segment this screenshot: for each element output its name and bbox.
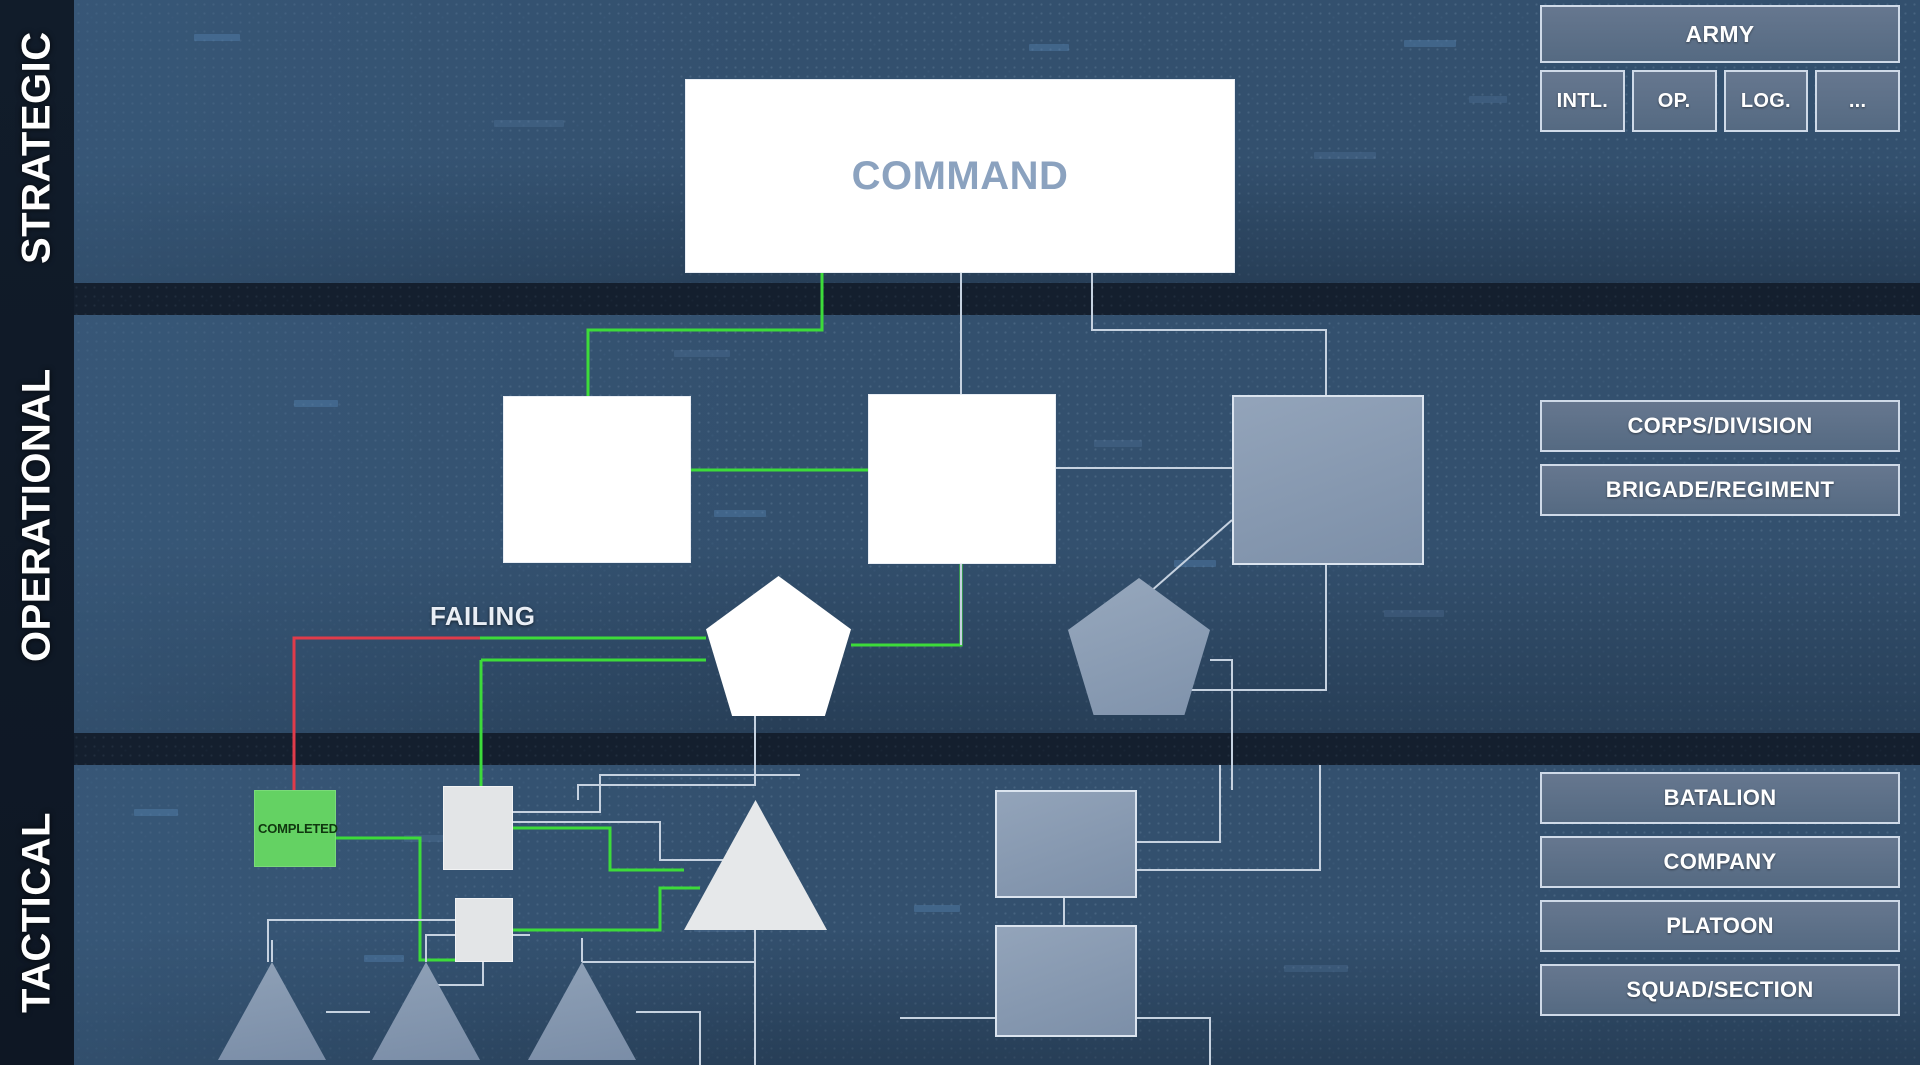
legend-strategic: ARMY INTL. OP. LOG. ... bbox=[1540, 5, 1900, 132]
legend-platoon[interactable]: PLATOON bbox=[1540, 900, 1900, 952]
band-separator-2 bbox=[0, 733, 1920, 765]
bg-mark bbox=[294, 400, 338, 407]
bg-mark bbox=[494, 120, 564, 127]
legend-company[interactable]: COMPANY bbox=[1540, 836, 1900, 888]
band-separator-1 bbox=[0, 283, 1920, 315]
node-triangle-a[interactable] bbox=[218, 962, 326, 1060]
legend-branch-op[interactable]: OP. bbox=[1631, 70, 1717, 132]
node-triangle-b[interactable] bbox=[372, 962, 480, 1060]
bg-mark bbox=[1384, 610, 1444, 617]
rail-label-strategic: STRATEGIC bbox=[14, 31, 59, 264]
legend-branch-intl[interactable]: INTL. bbox=[1540, 70, 1625, 132]
bg-mark bbox=[1404, 40, 1456, 47]
node-completed-label: COMPLETED bbox=[258, 821, 338, 836]
node-pentagon-gray[interactable] bbox=[1068, 578, 1210, 715]
bg-mark bbox=[134, 809, 178, 816]
bg-mark bbox=[194, 34, 240, 41]
band-texture bbox=[0, 733, 1920, 765]
node-tactical-gray-lower[interactable] bbox=[995, 925, 1137, 1037]
legend-tactical: BATALION COMPANY PLATOON SQUAD/SECTION bbox=[1540, 772, 1900, 1028]
legend-batalion[interactable]: BATALION bbox=[1540, 772, 1900, 824]
legend-army-header[interactable]: ARMY bbox=[1540, 5, 1900, 63]
node-tactical-gray-upper[interactable] bbox=[995, 790, 1137, 898]
node-triangle-c[interactable] bbox=[528, 962, 636, 1060]
legend-army-branches: INTL. OP. LOG. ... bbox=[1540, 70, 1900, 132]
legend-brigade-regiment[interactable]: BRIGADE/REGIMENT bbox=[1540, 464, 1900, 516]
bg-mark bbox=[914, 905, 960, 912]
legend-operational: CORPS/DIVISION BRIGADE/REGIMENT bbox=[1540, 400, 1900, 528]
legend-squad-section[interactable]: SQUAD/SECTION bbox=[1540, 964, 1900, 1016]
label-failing: FAILING bbox=[430, 601, 536, 631]
band-texture bbox=[0, 283, 1920, 315]
level-rail: STRATEGIC OPERATIONAL TACTICAL bbox=[0, 0, 74, 1065]
node-operational-left[interactable] bbox=[503, 396, 691, 563]
node-completed[interactable]: COMPLETED bbox=[254, 790, 338, 867]
bg-mark bbox=[714, 510, 766, 517]
node-tactical-box-large[interactable] bbox=[443, 786, 513, 870]
bg-mark bbox=[1469, 96, 1507, 103]
bg-mark bbox=[1314, 152, 1376, 159]
node-triangle-white[interactable] bbox=[684, 800, 827, 930]
node-operational-middle[interactable] bbox=[868, 394, 1056, 564]
bg-mark bbox=[1029, 44, 1069, 51]
bg-mark bbox=[1094, 440, 1142, 447]
bg-mark bbox=[1174, 560, 1216, 567]
bg-mark bbox=[674, 350, 730, 357]
node-pentagon-white[interactable] bbox=[706, 576, 851, 716]
legend-corps-division[interactable]: CORPS/DIVISION bbox=[1540, 400, 1900, 452]
node-command-label: COMMAND bbox=[851, 153, 1069, 198]
legend-branch-log[interactable]: LOG. bbox=[1723, 70, 1809, 132]
node-tactical-box-small[interactable] bbox=[455, 898, 513, 962]
legend-branch-more[interactable]: ... bbox=[1815, 70, 1900, 132]
node-operational-right[interactable] bbox=[1232, 395, 1424, 565]
node-command[interactable]: COMMAND bbox=[685, 79, 1235, 273]
rail-label-operational: OPERATIONAL bbox=[14, 368, 59, 662]
rail-label-tactical: TACTICAL bbox=[14, 812, 59, 1013]
bg-mark bbox=[1284, 965, 1348, 972]
bg-mark bbox=[364, 955, 404, 962]
